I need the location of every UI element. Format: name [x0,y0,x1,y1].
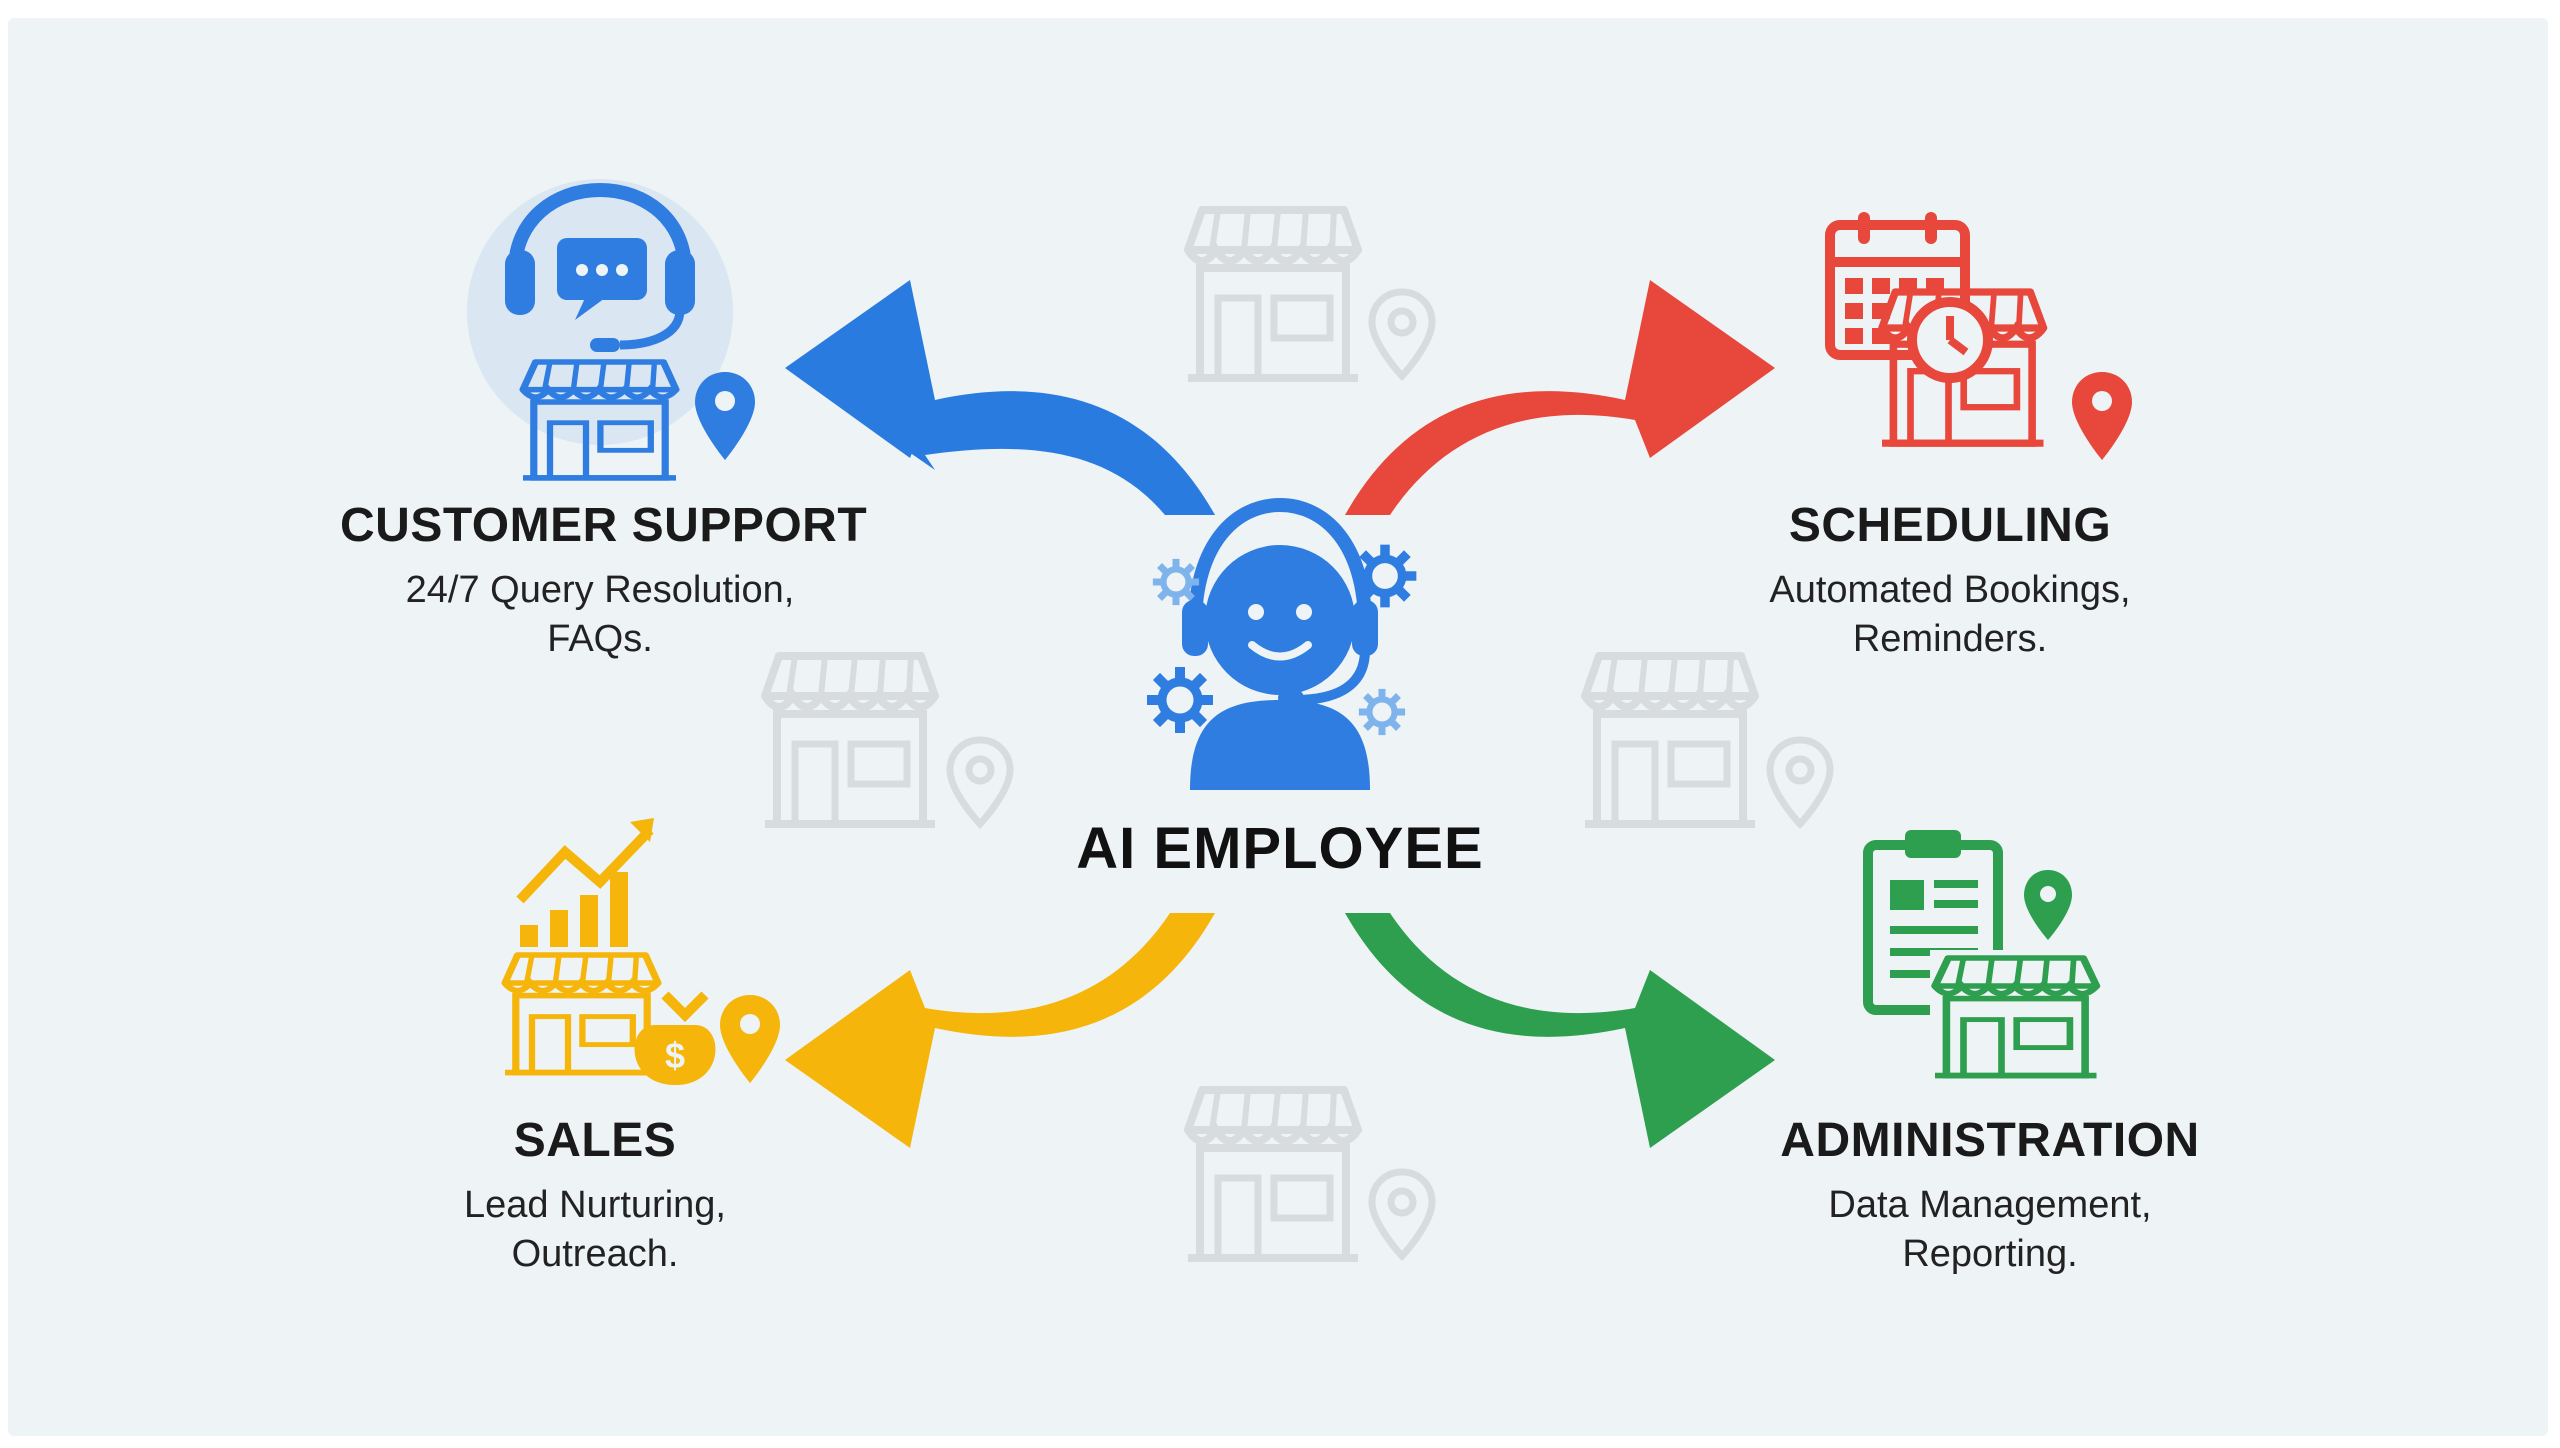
growth-chart-money-store-icon: $ [505,818,780,1085]
sales-desc-line1: Lead Nurturing, [464,1184,726,1226]
svg-text:$: $ [665,1035,685,1076]
scheduling-desc-line1: Automated Bookings, [1769,569,2131,611]
headset-chat-store-icon [467,179,755,478]
administration-desc-line2: Reporting. [1902,1233,2078,1275]
clipboard-store-icon [1863,830,2100,1080]
watermark-store-icon [1585,656,1830,824]
customer-support-title: CUSTOMER SUPPORT [340,499,868,552]
administration-desc-line1: Data Management, [1828,1184,2152,1226]
arrow-to-customer-support [785,280,1215,515]
sales-desc-line2: Outreach. [511,1233,679,1275]
calendar-clock-store-icon [1825,212,2132,460]
arrow-to-sales [785,913,1215,1148]
arrow-to-scheduling [1345,280,1775,515]
ai-agent-headset-icon [1152,497,1412,790]
scheduling-desc-line2: Reminders. [1852,618,2048,660]
arrow-to-administration [1345,913,1775,1148]
watermark-store-icon [1188,210,1432,378]
scheduling-title: SCHEDULING [1788,499,2112,552]
watermark-store-icon [1188,1090,1432,1258]
customer-support-desc-line1: 24/7 Query Resolution, [405,569,795,611]
administration-title: ADMINISTRATION [1780,1114,2200,1167]
watermark-store-icon [765,656,1010,824]
customer-support-desc-line2: FAQs. [547,618,653,660]
sales-title: SALES [513,1114,677,1167]
center-title: AI EMPLOYEE [1076,816,1484,881]
